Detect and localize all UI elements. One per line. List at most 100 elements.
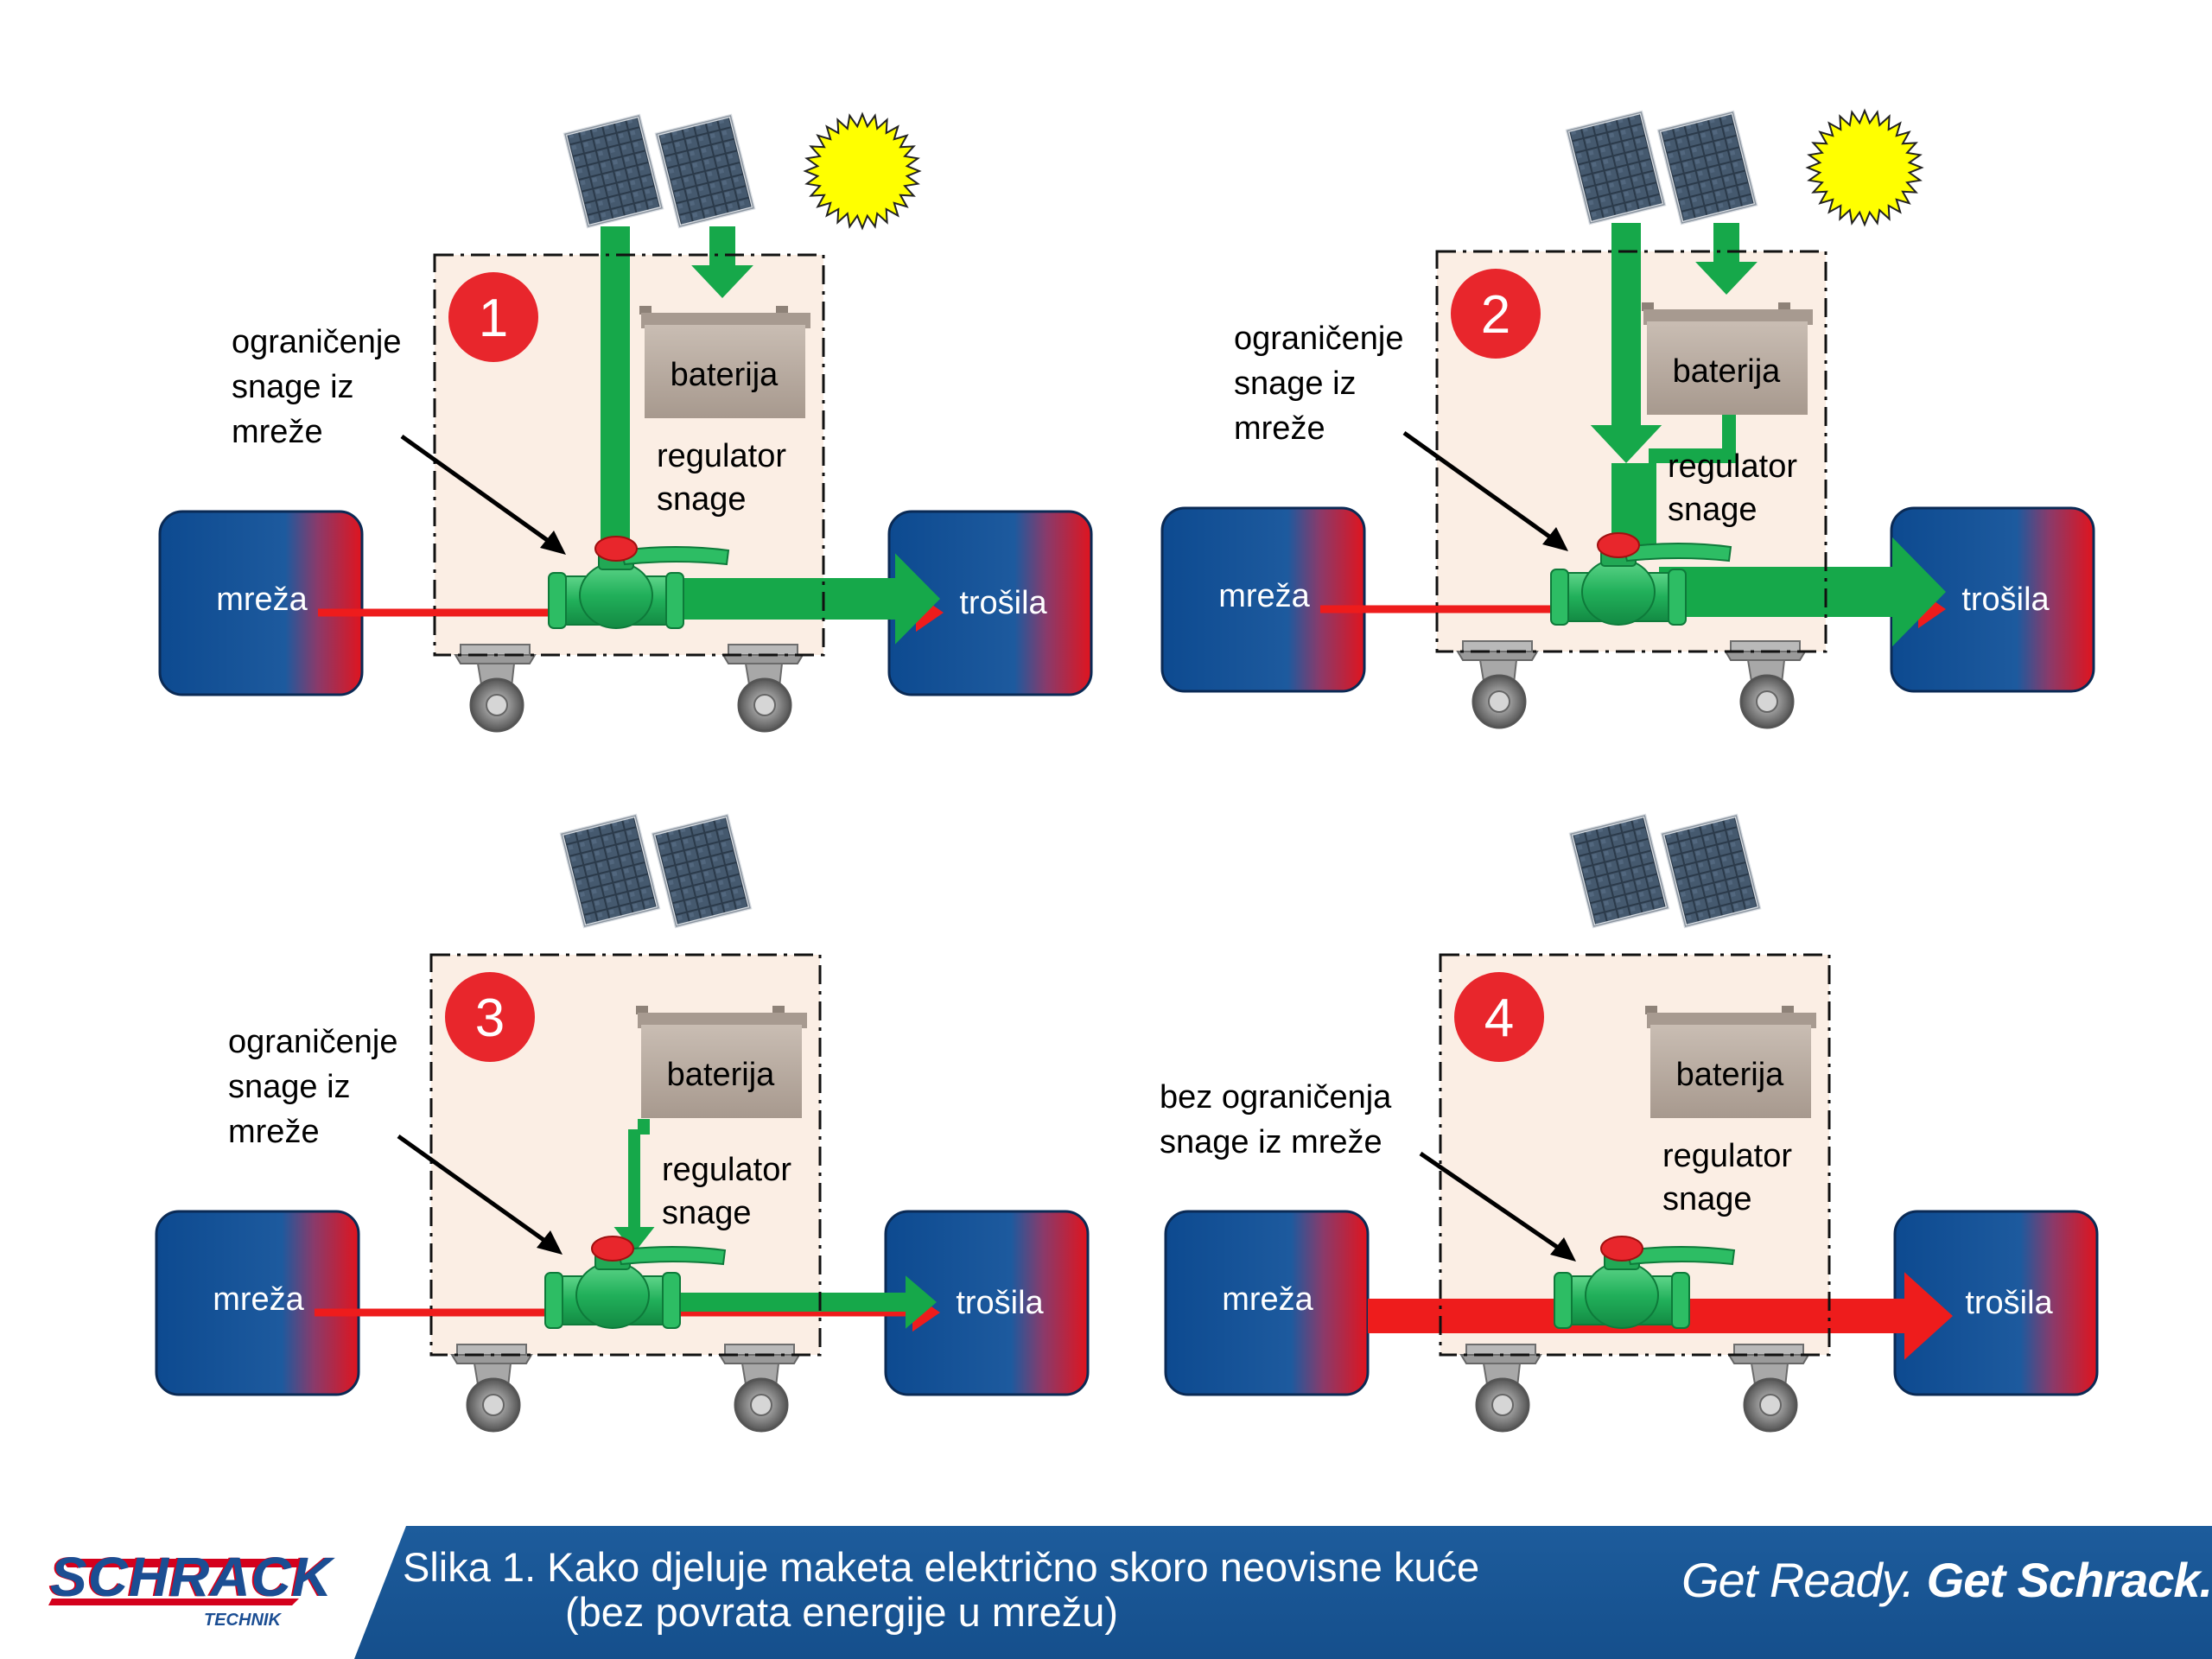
load-flow-arrow	[657, 553, 940, 645]
limit-label-line-3: mreže	[232, 414, 323, 450]
slogan-bold: Get Schrack.	[1926, 1553, 2212, 1607]
pointer-arrow-head	[1550, 1237, 1576, 1262]
battery-discharge-arrow	[613, 1129, 655, 1253]
load-label: trošila	[1961, 582, 2050, 618]
house-boundary	[433, 253, 825, 657]
caption-line-2: (bez povrata energije u mrežu)	[565, 1589, 1119, 1635]
caster-wheel-icon	[1459, 1344, 1542, 1433]
limit-label-line-3: mreže	[228, 1114, 320, 1150]
ball-valve-icon	[1554, 1236, 1736, 1329]
ball-valve-icon	[1550, 532, 1732, 626]
battery-discharge-flow	[1649, 411, 1736, 463]
pv-direct-flow	[601, 226, 630, 568]
battery-icon	[1642, 302, 1813, 415]
caster-wheel-icon	[1724, 640, 1807, 729]
step-number: 1	[479, 289, 508, 348]
limit-label-line-2: snage iz mreže	[1160, 1124, 1382, 1160]
grid-label: mreža	[1222, 1281, 1313, 1318]
limit-label-line-3: mreže	[1234, 410, 1325, 447]
pv-charging-arrow	[691, 226, 753, 298]
caption-line-1: Slika 1. Kako djeluje maketa električno …	[403, 1544, 1480, 1590]
battery-label: baterija	[1676, 1057, 1784, 1093]
solar-panel-icon	[559, 813, 661, 929]
solar-panel-icon	[563, 113, 664, 229]
logo-swoosh-icon	[48, 1559, 308, 1605]
grid-node	[1160, 506, 1366, 693]
battery-discharge-flow	[638, 1119, 650, 1135]
solar-panel-icon	[1565, 110, 1667, 226]
limit-label-line-2: snage iz	[1234, 365, 1357, 402]
load-label: trošila	[1965, 1285, 2053, 1321]
solar-panel-icon	[654, 113, 756, 229]
regulator-label-line-2: snage	[662, 1195, 752, 1231]
ball-valve-icon	[544, 1236, 727, 1329]
limit-label-line-1: ograničenje	[232, 324, 401, 360]
sun-icon	[803, 111, 922, 231]
pointer-arrow	[1419, 1151, 1567, 1255]
step-badge	[1451, 269, 1541, 359]
grid-node	[155, 1210, 360, 1396]
pointer-arrow	[400, 434, 557, 549]
grid-label: mreža	[1218, 578, 1310, 614]
caster-wheel-icon	[721, 644, 804, 733]
battery-label: baterija	[667, 1057, 775, 1093]
panel-3: baterija regulator snage ograničenje snage i…	[155, 813, 1090, 1433]
battery-icon	[1645, 1006, 1816, 1118]
pointer-arrow-head	[540, 531, 566, 555]
pv-charging-arrow	[1695, 223, 1758, 295]
load-label: trošila	[959, 585, 1047, 621]
house-boundary	[1439, 953, 1831, 1357]
regulator-label-line-1: regulator	[662, 1152, 791, 1188]
limit-label-line-1: bez ograničenja	[1160, 1079, 1392, 1116]
solar-panel-icon	[1568, 813, 1670, 929]
solar-panel-icon	[651, 813, 753, 929]
caster-wheel-icon	[718, 1344, 801, 1433]
step-number: 4	[1484, 988, 1514, 1048]
regulator-label-line-1: regulator	[1662, 1138, 1792, 1174]
step-badge	[448, 272, 538, 362]
footer-bar: SCHRACK TECHNIK Slika 1. Kako djeluje ma…	[0, 1526, 2212, 1659]
battery-icon	[639, 306, 810, 418]
house-boundary	[429, 953, 822, 1357]
load-label: trošila	[956, 1285, 1044, 1321]
solar-panel-icon	[1656, 110, 1758, 226]
battery-icon	[636, 1006, 807, 1118]
logo-text: SCHRACK	[50, 1546, 333, 1608]
grid-label: mreža	[216, 582, 308, 618]
panel-4: baterija regulator snage bez ograničenja sna…	[1160, 813, 2099, 1433]
limit-label-line-1: ograničenje	[228, 1024, 397, 1060]
caster-wheel-icon	[1456, 640, 1539, 729]
limit-label-line-2: snage iz	[232, 369, 354, 405]
panel-1: baterija regulator snage ograničenje snage i…	[158, 111, 1093, 733]
step-badge	[1454, 972, 1544, 1062]
grid-label: mreža	[213, 1281, 304, 1318]
load-flow-arrow	[653, 1275, 937, 1329]
load-flow-arrow	[1659, 537, 1946, 647]
pointer-arrow	[1402, 430, 1560, 545]
caster-wheel-icon	[1727, 1344, 1810, 1433]
caster-wheel-icon	[454, 644, 537, 733]
limit-label-line-2: snage iz	[228, 1069, 351, 1105]
limit-label-line-1: ograničenje	[1234, 321, 1403, 357]
sun-icon	[1805, 108, 1924, 227]
regulator-label-line-1: regulator	[657, 438, 786, 474]
logo-area: SCHRACK TECHNIK	[0, 1526, 406, 1659]
regulator-label-line-1: regulator	[1668, 448, 1797, 485]
step-badge	[445, 972, 535, 1062]
slogan-light: Get Ready.	[1681, 1553, 1915, 1607]
regulator-label-line-2: snage	[1662, 1181, 1752, 1217]
house-boundary	[1435, 250, 1827, 653]
regulator-label-line-2: snage	[657, 481, 747, 518]
step-number: 3	[475, 988, 505, 1048]
caster-wheel-icon	[450, 1344, 533, 1433]
battery-label: baterija	[671, 357, 779, 393]
grid-node	[158, 510, 364, 696]
battery-label: baterija	[1673, 353, 1781, 390]
pv-direct-arrow	[1590, 223, 1662, 463]
slogan: Get Ready. Get Schrack.	[1681, 1552, 2212, 1608]
logo-subtext: TECHNIK	[204, 1611, 281, 1630]
pointer-arrow-head	[537, 1230, 563, 1255]
ball-valve-icon	[548, 536, 730, 629]
pointer-arrow-head	[1542, 527, 1568, 551]
